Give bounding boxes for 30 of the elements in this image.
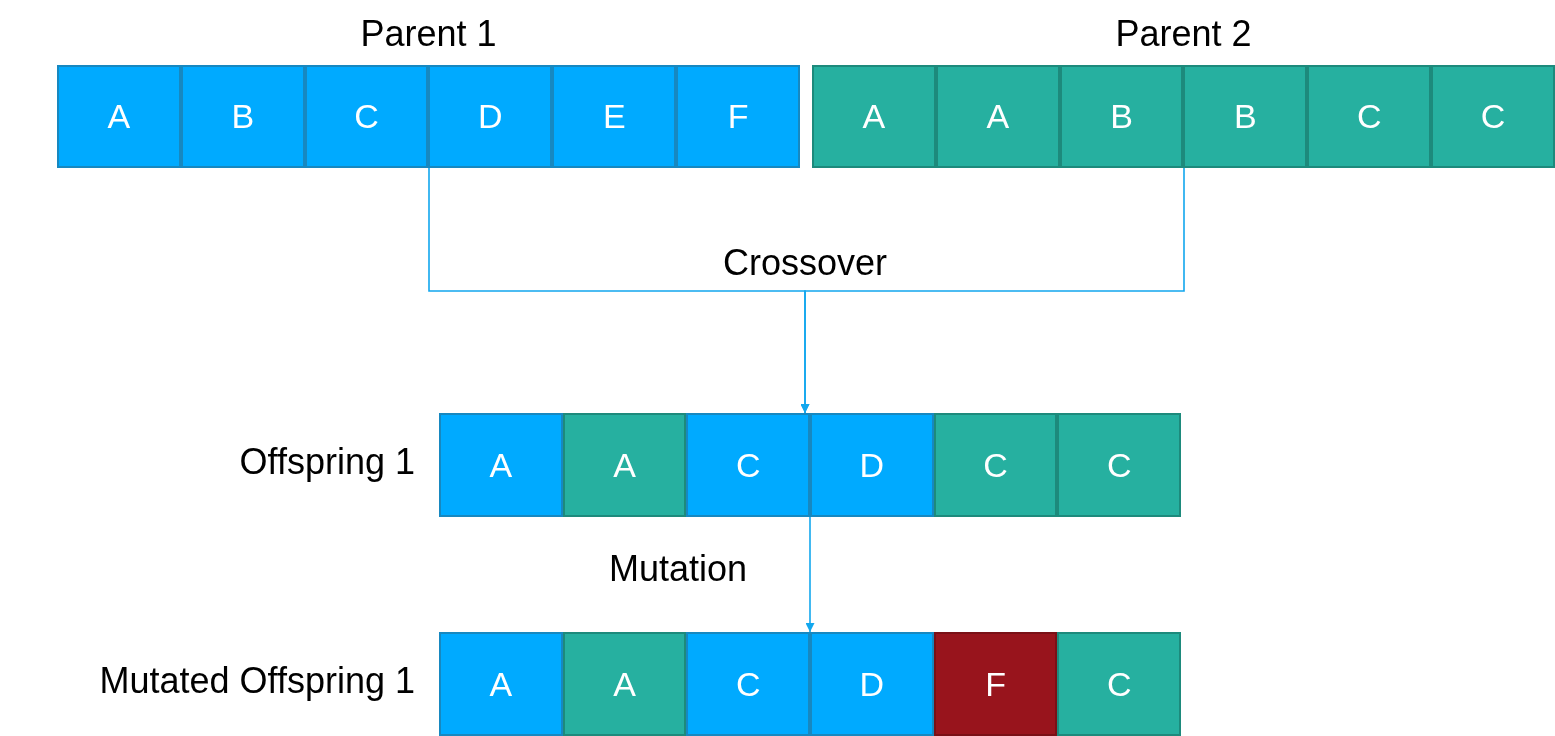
gene-cell: C — [686, 632, 810, 736]
gene-cell: C — [1431, 65, 1555, 168]
row-label: Mutated Offspring 1 — [99, 660, 415, 702]
gene-cell: B — [180, 65, 305, 168]
gene-cell: A — [562, 632, 687, 736]
gene-cell: B — [1183, 65, 1308, 168]
connector-arrow — [800, 167, 1185, 414]
gene-cell: F — [933, 632, 1058, 736]
gene-cell: C — [304, 65, 429, 168]
row-label: Parent 2 — [1114, 13, 1253, 55]
gene-cell: D — [810, 413, 934, 517]
gene-cell: D — [428, 65, 553, 168]
gene-cell: C — [933, 413, 1058, 517]
gene-cell: D — [810, 632, 934, 736]
gene-cell: C — [1057, 632, 1182, 736]
row-label: Parent 1 — [359, 13, 498, 55]
connector-arrow — [805, 516, 815, 633]
gene-cell: A — [812, 65, 936, 168]
gene-cell: A — [57, 65, 181, 168]
gene-cell: A — [439, 413, 563, 517]
gene-cell: A — [439, 632, 563, 736]
gene-cell: B — [1059, 65, 1184, 168]
gene-cell: A — [562, 413, 687, 517]
gene-cell: C — [1307, 65, 1432, 168]
gene-cell: F — [676, 65, 800, 168]
gene-cell: C — [1057, 413, 1182, 517]
row-label: Offspring 1 — [239, 441, 415, 483]
gene-cell: A — [935, 65, 1060, 168]
gene-cell: E — [552, 65, 677, 168]
gene-cell: C — [686, 413, 810, 517]
